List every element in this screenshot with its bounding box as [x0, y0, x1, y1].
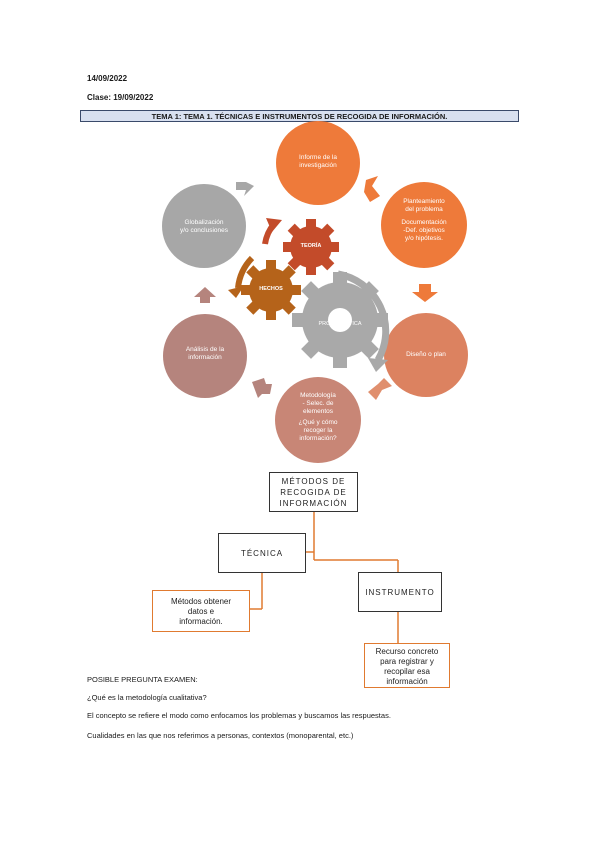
globalizacion-line2: y/o conclusiones	[179, 227, 229, 234]
tecnica-box: TÉCNICA	[218, 533, 306, 573]
arrow-right-down	[412, 284, 438, 302]
arrow-bottom-left	[252, 378, 272, 398]
arrow-left-up	[194, 287, 216, 303]
circle-analisis	[163, 314, 247, 398]
circle-informe	[276, 121, 360, 205]
planteamiento-line1: Planteamiento	[403, 198, 445, 205]
arrow-bottom-right	[368, 378, 392, 400]
gear-teoria	[283, 219, 339, 275]
exam-answer: El concepto se refiere el modo como enfo…	[87, 711, 391, 720]
metodologia-line3: elementos	[303, 408, 333, 415]
informe-line2: investigación	[299, 162, 337, 169]
arrow-top-right	[364, 176, 380, 202]
root-box: MÉTODOS DE RECOGIDA DE INFORMACIÓN	[269, 472, 358, 512]
tecnica-desc-line1: Métodos obtener	[170, 597, 232, 606]
cualidades-note: Cualidades en las que nos referimos a pe…	[87, 731, 354, 740]
curved-arrowhead-red	[266, 218, 282, 232]
metodologia-line6: información?	[299, 435, 337, 442]
arrow-top-left	[236, 180, 254, 196]
analisis-line1: Análisis de la	[185, 346, 225, 353]
topic-title: TEMA 1: TEMA 1. TÉCNICAS E INSTRUMENTOS …	[80, 110, 519, 122]
exam-question: ¿Qué es la metodología cualitativa?	[87, 693, 207, 702]
hechos-label: HECHOS	[259, 286, 283, 292]
class-date-text: Clase: 19/09/2022	[87, 93, 154, 102]
diseno-text: Diseño o plan	[406, 351, 446, 358]
area-line1: ÁREA	[332, 314, 348, 320]
root-line1: MÉTODOS DE	[281, 477, 346, 486]
tecnica-desc-line3: información.	[179, 617, 223, 626]
metodologia-line5: recoger la	[303, 427, 333, 434]
metodologia-line4: ¿Qué y cómo	[298, 419, 338, 426]
curved-arrowhead-gray	[368, 358, 388, 372]
circle-metodologia	[275, 377, 361, 463]
instrumento-box: INSTRUMENTO	[358, 572, 442, 612]
area-line2: PROBLEMÁTICA	[318, 321, 362, 327]
instrumento-desc-line2: para registrar y	[380, 657, 434, 666]
documentacion-line3: y/o hipótesis.	[405, 235, 443, 242]
circle-diseno	[384, 313, 468, 397]
tecnica-desc-line2: datos e	[187, 607, 215, 616]
metodologia-line1: Metodología	[300, 392, 336, 399]
documentacion-line1: Documentación	[401, 219, 447, 226]
instrumento-desc-box: Recurso concreto para registrar y recopi…	[364, 643, 450, 688]
circle-planteamiento	[381, 182, 467, 268]
exam-heading: POSIBLE PREGUNTA EXAMEN:	[87, 675, 198, 684]
curved-arrow-gray	[337, 270, 390, 362]
instrumento-desc-line4: información	[386, 677, 428, 686]
informe-line1: Informe de la	[299, 154, 337, 161]
date-text: 14/09/2022	[87, 74, 128, 83]
curved-arrow-brown	[235, 255, 255, 289]
root-line3: INFORMACIÓN	[279, 499, 348, 508]
analisis-line2: información	[188, 354, 222, 361]
circle-globalizacion	[162, 184, 246, 268]
planteamiento-line2: del problema	[405, 206, 443, 213]
instrumento-desc-line3: recopilar esa	[384, 667, 430, 676]
gear-hechos	[241, 260, 301, 320]
root-line2: RECOGIDA DE	[280, 488, 347, 497]
gear-area	[292, 272, 388, 368]
curved-arrowhead-brown	[228, 286, 244, 298]
documentacion-line2: -Def. objetivos	[403, 227, 445, 234]
metodologia-line2: - Selec. de	[302, 400, 334, 407]
teoria-label: TEORÍA	[300, 243, 322, 249]
instrumento-desc-line1: Recurso concreto	[375, 647, 439, 656]
globalizacion-line1: Globalización	[184, 219, 224, 226]
tecnica-desc-box: Métodos obtener datos e información.	[152, 590, 250, 632]
